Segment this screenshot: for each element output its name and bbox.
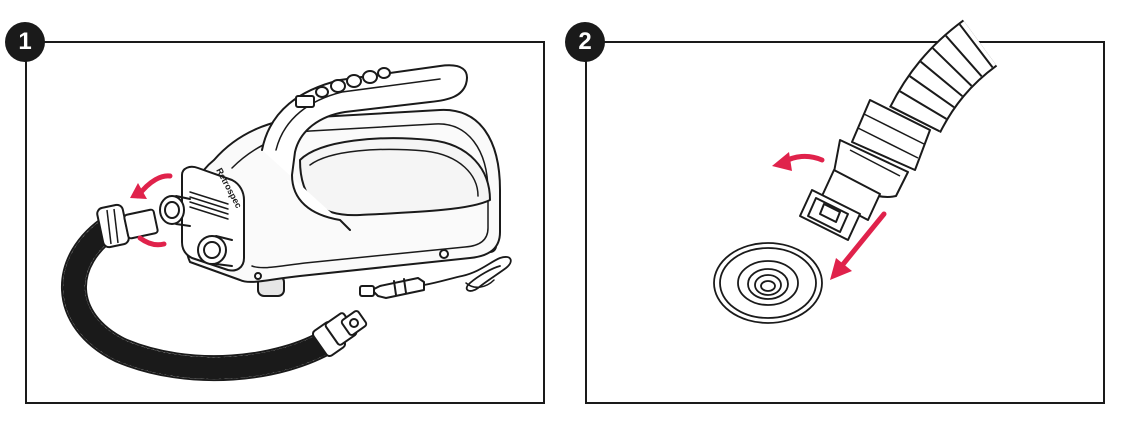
rotate-arrow-icon <box>130 173 173 248</box>
front-grille <box>189 191 229 220</box>
step-1-badge: 1 <box>5 22 45 62</box>
step-2-badge: 2 <box>565 22 605 62</box>
board-valve <box>713 242 823 324</box>
hose-panel-2 <box>889 19 998 134</box>
lower-valve-port <box>197 235 233 267</box>
hose <box>61 213 343 382</box>
upper-valve-port <box>159 195 191 227</box>
pump-illustration <box>159 64 501 297</box>
valve-adapter <box>799 169 881 241</box>
control-buttons <box>295 67 391 108</box>
hose-nozzle <box>311 310 368 358</box>
hose-connector-pump <box>96 203 159 249</box>
car-charger-cable <box>359 256 512 299</box>
rotate-arrow-icon-2 <box>772 152 825 171</box>
insert-arrow-icon <box>830 211 887 280</box>
